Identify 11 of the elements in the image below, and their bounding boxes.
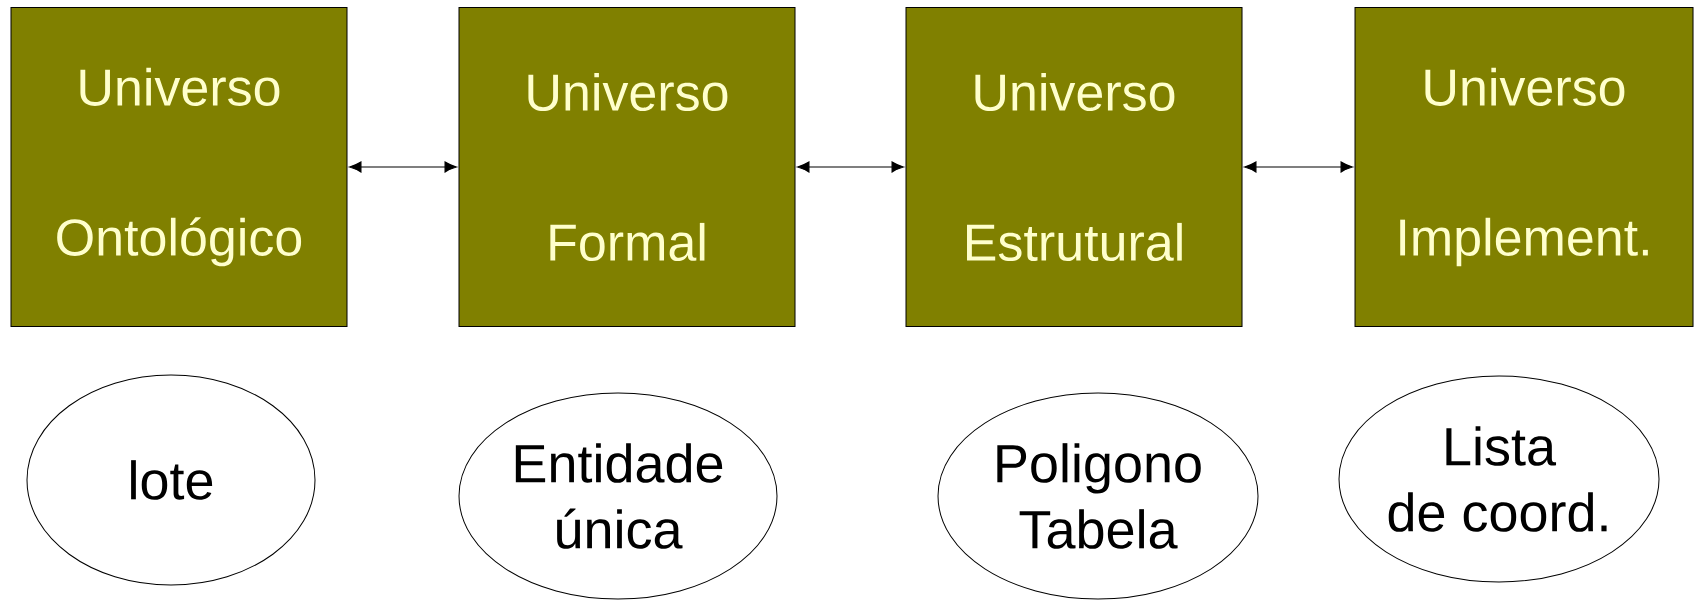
double-arrow bbox=[797, 161, 904, 173]
process-box: Universo Implement. bbox=[1354, 7, 1694, 327]
process-box: Universo Ontológico bbox=[10, 7, 348, 327]
process-box: Universo Formal bbox=[458, 7, 796, 327]
double-arrow bbox=[349, 161, 457, 173]
ellipse-node: Entidade única bbox=[458, 392, 778, 600]
double-arrow bbox=[1244, 161, 1353, 173]
ellipse-node: Lista de coord. bbox=[1338, 375, 1660, 583]
ellipse-node: Poligono Tabela bbox=[937, 392, 1259, 600]
ellipse-node: lote bbox=[26, 374, 316, 586]
process-box: Universo Estrutural bbox=[905, 7, 1243, 327]
